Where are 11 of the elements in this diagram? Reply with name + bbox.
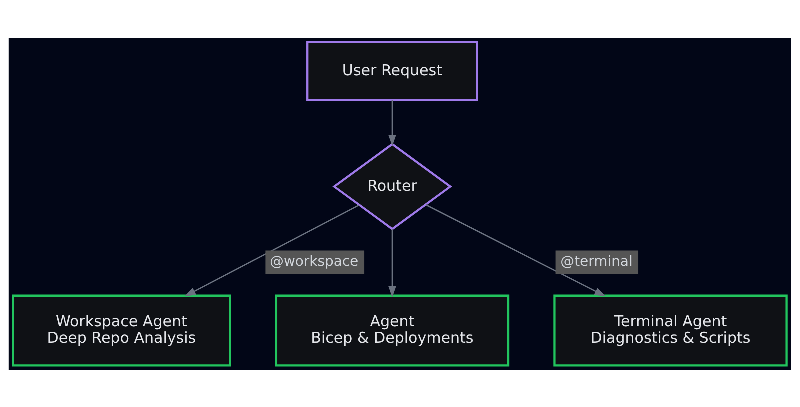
node-box: Workspace Agent Deep Repo Analysis (12, 294, 232, 366)
node-box: User Request (306, 40, 478, 101)
edge-label: @terminal (560, 254, 633, 270)
node-box: Terminal Agent Diagnostics & Scripts (554, 294, 788, 366)
arrow (388, 100, 396, 146)
arrow (184, 204, 360, 296)
node-box: Agent Bicep & Deployments (275, 294, 510, 366)
arrow (388, 228, 396, 298)
arrow (426, 204, 606, 296)
node-diamond: Router (332, 142, 452, 230)
edge-label: @workspace (270, 254, 359, 270)
